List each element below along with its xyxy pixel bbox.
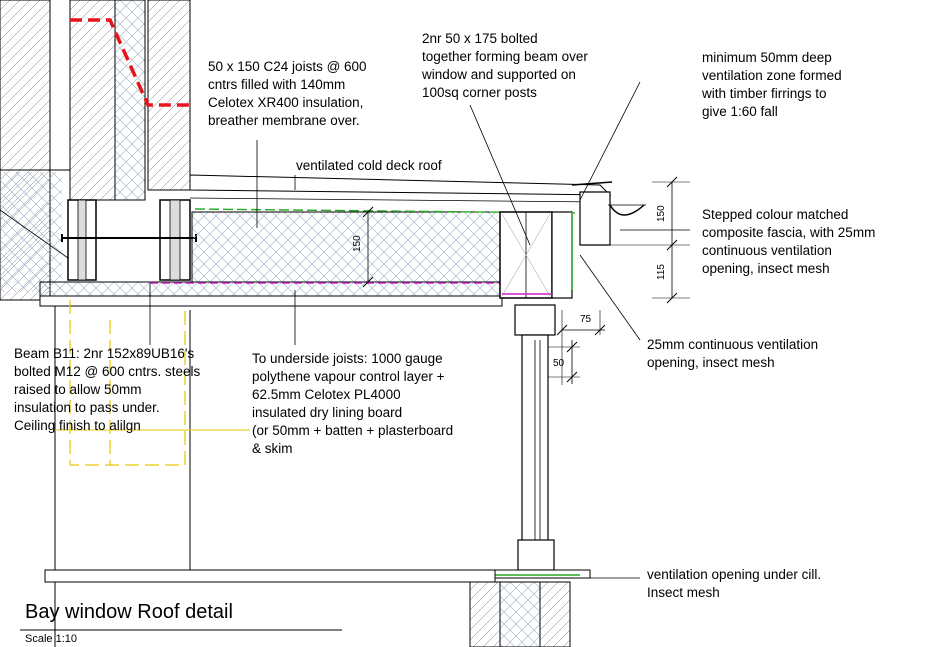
note-cold-deck: ventilated cold deck roof xyxy=(296,158,442,173)
note-cill: ventilation opening under cill. Insect m… xyxy=(647,567,822,600)
ceiling-outline xyxy=(69,300,186,466)
lower-wall xyxy=(44,569,571,647)
note-fascia: Stepped colour matched composite fascia,… xyxy=(702,207,876,276)
drawing-scale: Scale 1:10 xyxy=(25,633,77,645)
existing-wall xyxy=(0,0,191,647)
dimensions: 150 150 115 75 50 xyxy=(352,176,690,385)
note-underside: To underside joists: 1000 gauge polythen… xyxy=(252,351,454,456)
note-beam-b11: Beam B11: 2nr 152x89UB16's bolted M12 @ … xyxy=(14,346,201,433)
note-vent-zone: minimum 50mm deep ventilation zone forme… xyxy=(702,50,842,119)
leader-lines xyxy=(0,81,690,579)
drawing-title: Bay window Roof detail xyxy=(25,601,233,623)
dim-joist-depth: 150 xyxy=(352,235,363,252)
note-joists: 50 x 150 C24 joists @ 600 cntrs filled w… xyxy=(208,59,367,128)
dim-frame-step: 50 xyxy=(553,358,565,369)
window-frame xyxy=(494,304,591,579)
cavity-tray-line xyxy=(70,18,190,107)
steel-beams xyxy=(61,199,197,281)
dim-fascia-lower: 115 xyxy=(656,264,667,280)
dim-fascia-upper: 150 xyxy=(656,205,667,222)
dim-frame-width: 75 xyxy=(580,314,592,325)
note-beam-timber: 2nr 50 x 175 bolted together forming bea… xyxy=(422,31,588,100)
note-vent-25: 25mm continuous ventilation opening, ins… xyxy=(647,337,819,370)
